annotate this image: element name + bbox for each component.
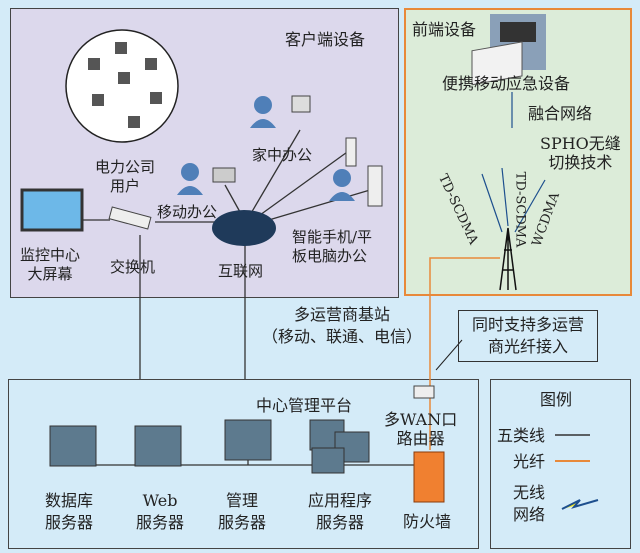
spho-line-2: 切换技术 <box>548 153 613 172</box>
legend-wireless: 无线网络 <box>513 482 545 526</box>
spho-line-1: SPHO无缝 <box>540 134 621 153</box>
center-platform-panel <box>8 379 479 549</box>
portable-device-screen-icon <box>500 22 536 42</box>
laptop-icon <box>212 167 236 183</box>
monitor-line-1: 监控中心 <box>20 246 81 264</box>
db-server-line-2: 服务器 <box>45 513 94 532</box>
legend-fiber: 光纤 <box>513 452 546 471</box>
app-server-line-2: 服务器 <box>316 513 365 532</box>
callout-line-1: 同时支持多运营 <box>471 315 584 334</box>
power-users-line-1: 电力公司 <box>95 158 156 176</box>
monitor-label: 监控中心大屏幕 <box>20 246 80 284</box>
computer-icons <box>88 42 162 128</box>
router-line-1: 多WAN口 <box>384 410 458 429</box>
monitor-icon <box>20 188 84 232</box>
callout-pointer <box>435 339 463 371</box>
base-station-label: 多运营商基站 （移动、联通、电信） <box>262 304 422 348</box>
internet-label: 互联网 <box>218 262 264 280</box>
fusion-network-label: 融合网络 <box>528 104 593 123</box>
front-title: 前端设备 <box>412 20 477 39</box>
legend-cat5: 五类线 <box>497 426 546 445</box>
base-station-line-1: 多运营商基站 <box>294 305 391 324</box>
legend-title: 图例 <box>540 390 573 409</box>
spho-label: SPHO无缝切换技术 <box>540 134 621 172</box>
person-icons <box>177 96 355 201</box>
router-line-2: 路由器 <box>396 429 445 448</box>
mobile-office-label: 移动办公 <box>157 203 218 221</box>
cell-tower-icon <box>499 227 517 291</box>
smartphone-office-line-1: 智能手机/平 <box>292 228 373 246</box>
web-server-label: Web 服务器 <box>136 490 184 534</box>
power-users-line-2: 用户 <box>110 177 141 195</box>
smartphone-office-label: 智能手机/平板电脑办公 <box>292 228 372 266</box>
signal-label-2: TD-SCDMA <box>512 171 528 248</box>
app-server-label: 应用程序服务器 <box>308 490 372 534</box>
home-office-label: 家中办公 <box>252 146 313 164</box>
server-icons <box>49 419 370 474</box>
portable-device-label: 便携移动应急设备 <box>442 74 571 93</box>
wireless-links <box>481 92 546 233</box>
fusion-box-icon <box>471 41 523 86</box>
db-server-line-1: 数据库 <box>45 491 94 510</box>
mgmt-server-line-1: 管理 <box>226 491 259 510</box>
legend-wireless-line-2: 网络 <box>513 505 546 524</box>
web-server-line-2: 服务器 <box>136 513 185 532</box>
router-label: 多WAN口路由器 <box>384 410 457 448</box>
switch-icon <box>108 206 152 230</box>
legend-panel <box>490 379 631 549</box>
mgmt-server-label: 管理服务器 <box>218 490 266 534</box>
monitor-line-2: 大屏幕 <box>27 265 73 283</box>
wireless-legend-icon <box>561 499 599 510</box>
mgmt-server-line-2: 服务器 <box>218 513 267 532</box>
smartphone-office-line-2: 板电脑办公 <box>292 247 368 265</box>
internet-cloud <box>212 210 276 246</box>
router-icon <box>413 385 435 399</box>
desktop-icon <box>291 95 311 113</box>
fiber-callout: 同时支持多运营商光纤接入 <box>458 310 598 362</box>
center-title: 中心管理平台 <box>256 396 353 415</box>
db-server-label: 数据库服务器 <box>45 490 93 534</box>
phone-icon <box>345 137 357 167</box>
power-users-label: 电力公司用户 <box>95 158 155 196</box>
client-title: 客户端设备 <box>285 30 366 49</box>
app-server-line-1: 应用程序 <box>308 491 373 510</box>
base-station-line-2: （移动、联通、电信） <box>262 327 423 346</box>
legend-wireless-line-1: 无线 <box>513 483 546 502</box>
web-server-line-1: Web <box>142 491 178 510</box>
callout-line-2: 商光纤接入 <box>487 337 568 356</box>
tablet-icon <box>367 165 383 207</box>
switch-label: 交换机 <box>110 258 156 276</box>
firewall-icon <box>413 451 445 503</box>
firewall-label: 防火墙 <box>403 512 452 531</box>
